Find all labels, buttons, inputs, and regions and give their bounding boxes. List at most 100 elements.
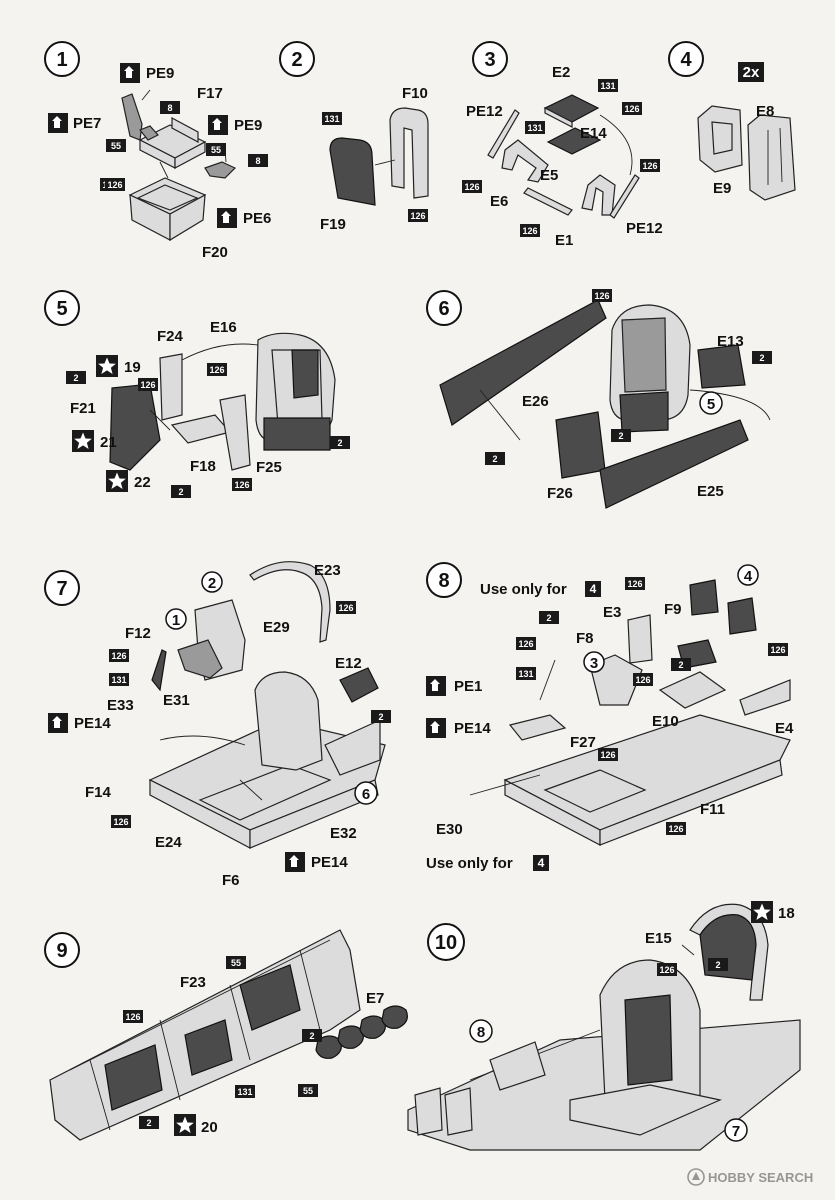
part-label: PE7 (73, 115, 101, 132)
part-label: E33 (107, 697, 134, 714)
paint-code: 2 (302, 1029, 322, 1042)
step-6: 6 (426, 290, 462, 326)
svg-text:2: 2 (492, 454, 497, 464)
paint-code: 126 (640, 159, 660, 172)
decal-number: 20 (201, 1119, 218, 1136)
callout-step-4: 4 (737, 564, 759, 586)
svg-text:126: 126 (659, 965, 674, 975)
part-label: PE14 (311, 854, 348, 871)
part-label: PE9 (146, 65, 174, 82)
svg-text:2: 2 (208, 575, 216, 592)
svg-text:126: 126 (518, 639, 533, 649)
part-label: PE1 (454, 678, 482, 695)
svg-text:126: 126 (642, 161, 657, 171)
part-label: PE12 (626, 220, 663, 237)
part-label: F23 (180, 974, 206, 991)
svg-text:2: 2 (759, 353, 764, 363)
paint-code: 55 (106, 139, 126, 152)
svg-text:126: 126 (234, 480, 249, 490)
part-label: F8 (576, 630, 594, 647)
paint-code: 131 (516, 667, 536, 680)
svg-text:55: 55 (303, 1086, 313, 1096)
paint-code: 126 (598, 748, 618, 761)
paint-code: 126 (336, 601, 356, 614)
part-label: F14 (85, 784, 112, 801)
part-label: E15 (645, 930, 672, 947)
svg-text:5: 5 (56, 298, 67, 320)
part-label: E14 (580, 125, 607, 142)
part-label: PE14 (74, 715, 111, 732)
paint-code: 126 (622, 102, 642, 115)
part-label: E10 (652, 713, 679, 730)
part-label: F12 (125, 625, 151, 642)
part-label: F27 (570, 734, 596, 751)
part-label: E32 (330, 825, 357, 842)
paint-code: 126 (520, 224, 540, 237)
paint-code: 126 (633, 673, 653, 686)
decal-number: 22 (134, 474, 151, 491)
part-label: F10 (402, 85, 428, 102)
paint-code: 2 (752, 351, 772, 364)
decal-number: 21 (100, 434, 117, 451)
part-label: E26 (522, 393, 549, 410)
decal-number: 18 (778, 905, 795, 922)
svg-text:126: 126 (113, 817, 128, 827)
step-2-drawing (329, 107, 429, 206)
part-label: F9 (664, 601, 682, 618)
callout-step-1: 1 (165, 608, 187, 630)
svg-text:126: 126 (624, 104, 639, 114)
paint-code: 2 (66, 371, 86, 384)
svg-text:126: 126 (627, 579, 642, 589)
callout-step-6: 6 (354, 781, 378, 805)
svg-text:4: 4 (744, 568, 753, 585)
part-label: E2 (552, 64, 570, 81)
step-3-drawing (487, 94, 640, 219)
svg-text:3: 3 (590, 655, 598, 672)
paint-code: 2 (171, 485, 191, 498)
svg-text:126: 126 (209, 365, 224, 375)
svg-text:2: 2 (337, 438, 342, 448)
decal-number: 19 (124, 359, 141, 376)
svg-text:2: 2 (618, 431, 623, 441)
svg-text:126: 126 (770, 645, 785, 655)
svg-text:3: 3 (484, 49, 495, 71)
part-label: E1 (555, 232, 573, 249)
paint-code: 126 (516, 637, 536, 650)
paint-code: 131 (109, 673, 129, 686)
step-7: 7 (44, 570, 80, 606)
svg-text:55: 55 (231, 958, 241, 968)
callout-step-5: 5 (699, 391, 723, 415)
step-9: 9 (44, 932, 80, 968)
paint-code: 2 (371, 710, 391, 723)
svg-text:126: 126 (635, 675, 650, 685)
use-only-note-bottom: Use only for (426, 855, 513, 872)
svg-text:4: 4 (538, 856, 545, 870)
svg-text:4: 4 (680, 49, 692, 71)
use-only-note-top: Use only for (480, 581, 567, 598)
svg-text:HOBBY SEARCH: HOBBY SEARCH (708, 1170, 813, 1185)
paint-code: 2 (708, 958, 728, 971)
svg-text:131: 131 (237, 1087, 252, 1097)
step-4: 4 (668, 41, 704, 77)
part-label: E31 (163, 692, 190, 709)
svg-text:126: 126 (107, 180, 122, 190)
paint-code: 126 (462, 180, 482, 193)
paint-code: 2 (485, 452, 505, 465)
step-5: 5 (44, 290, 80, 326)
part-label: E7 (366, 990, 384, 1007)
part-label: F24 (157, 328, 184, 345)
svg-text:2: 2 (546, 613, 551, 623)
part-label: PE12 (466, 103, 503, 120)
paint-code: 126 (123, 1010, 143, 1023)
part-label: F19 (320, 216, 346, 233)
paint-code: 126 (105, 178, 125, 191)
part-label: E3 (603, 604, 621, 621)
svg-text:5: 5 (707, 396, 715, 413)
part-label: F18 (190, 458, 216, 475)
part-label: F25 (256, 459, 282, 476)
svg-text:55: 55 (211, 145, 221, 155)
part-label: F20 (202, 244, 228, 261)
paint-code: 126 (109, 649, 129, 662)
part-label: PE14 (454, 720, 491, 737)
paint-code: 2 (139, 1116, 159, 1129)
